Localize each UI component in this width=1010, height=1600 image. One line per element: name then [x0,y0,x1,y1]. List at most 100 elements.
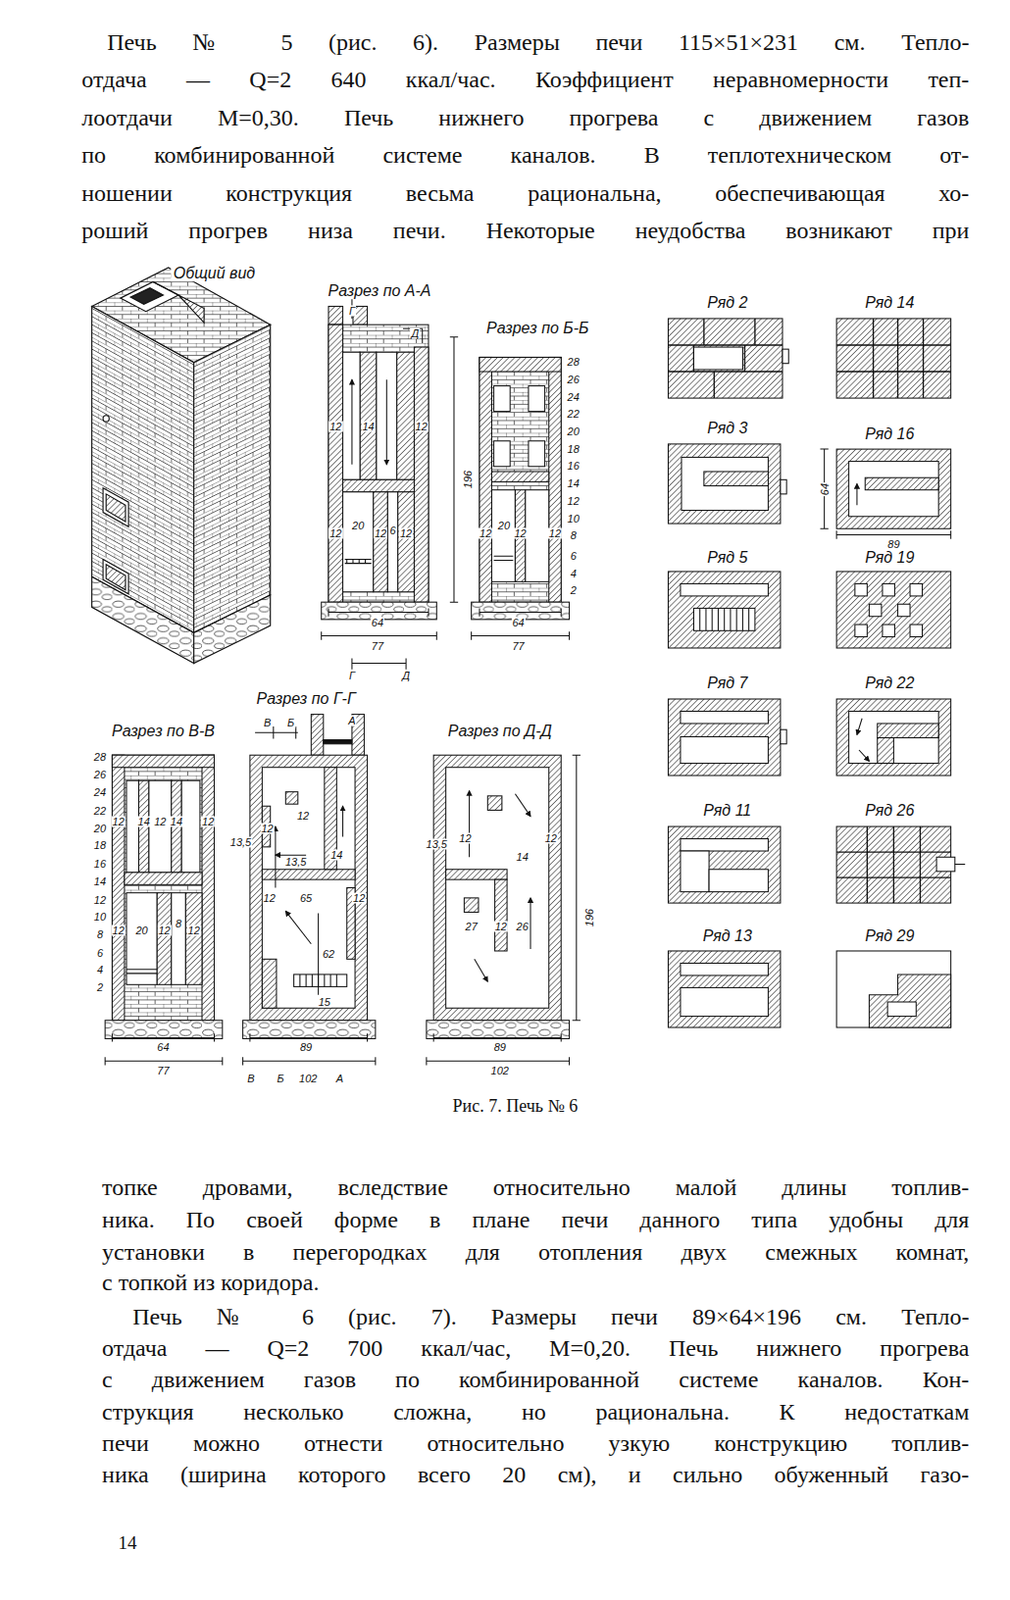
dimension-label: А [335,1072,345,1084]
dimension-label: 22 [93,806,107,817]
dimension-label: 77 [510,640,525,652]
dimension-label: В [246,1072,255,1084]
dimension-label: 20 [497,519,511,531]
dimension-label: 77 [370,640,385,652]
body-text-line: с движением газов по комбинированной сис… [101,1366,969,1395]
dimension-label: 102 [490,1065,510,1077]
view-title: Ряд 2 [705,294,750,312]
body-text-line: ношении конструкция весьма рациональна, … [81,180,969,208]
dimension-label: 26 [566,374,581,386]
dimension-label: 12 [494,920,508,932]
dimension-label: 89 [493,1042,507,1054]
dimension-label: 8 [569,530,578,542]
dimension-label: 28 [93,751,107,762]
dimension-label: 12 [296,810,310,822]
dimension-label: 22 [566,408,581,420]
body-text-line: Печь № 6 (рис. 7). Размеры печи 89×64×19… [132,1304,969,1332]
view-title: Ряд 13 [701,927,755,946]
body-text-line: отдача — Q=2 700 ккал/час, M=0,20. Печь … [101,1336,969,1364]
view-title: Разрез по Г-Г [254,690,358,708]
dimension-label: 6 [388,525,397,537]
dimension-label: 89 [886,538,901,550]
view-title: Ряд 7 [705,674,750,693]
section-a-a [321,296,458,670]
view-title: Разрез по А-А [326,282,434,301]
section-g-g [243,714,376,1066]
dimension-label: 12 [328,420,343,432]
section-b-b [471,356,570,640]
dimension-label: 89 [299,1042,313,1054]
dimension-label: 13,5 [284,857,307,868]
dimension-label: 12 [259,822,274,834]
body-text-line: с топкой из коридора. [101,1269,969,1298]
figure-caption: Рис. 7. Печь № 6 [453,1097,579,1117]
dimension-label: 18 [93,840,107,852]
brick-rows [667,318,965,1028]
page-number: 14 [118,1533,138,1555]
body-text-line: ника. По своей форме в плане печи данног… [101,1208,969,1236]
dimension-label: 14 [566,478,581,490]
dimension-label: А [347,714,356,726]
dimension-label: 12 [328,528,343,540]
dimension-label: 12 [262,892,277,904]
dimension-label: 28 [566,356,581,368]
dimension-label: 13,5 [229,837,253,849]
dimension-label: 12 [414,420,429,432]
dimension-label: 14 [137,815,152,827]
dimension-label: 20 [566,426,581,438]
view-title: Разрез по В-В [109,722,217,741]
dimension-label: 10 [93,911,107,923]
dimension-label: 14 [515,851,530,862]
dimension-label: 4 [96,964,104,976]
dimension-label: 12 [152,815,167,827]
dimension-label: Г [348,669,356,681]
dimension-label: 12 [93,894,107,906]
body-text-line: установки в перегородках для отопления д… [101,1239,969,1267]
body-text-line: струкция несколько сложна, но рациональн… [101,1399,969,1427]
dimension-label: 4 [569,567,578,579]
body-text-line: роший прогрев низа печи. Некоторые неудо… [81,217,969,246]
dimension-label: Б [276,1072,286,1084]
dimension-label: 12 [111,815,126,827]
dimension-label: 13,5 [425,839,449,851]
body-text-line: лоотдачи M=0,30. Печь нижнего прогрева с… [81,104,969,133]
dimension-label: 16 [93,858,107,870]
dimension-label: 24 [93,787,107,799]
dimension-label: 64 [818,482,830,497]
dimension-label: 10 [566,512,581,524]
dimension-label: 24 [566,391,581,403]
dimension-label: 102 [298,1072,318,1084]
dimension-label: 12 [352,892,366,904]
body-text-line: Печь № 5 (рис. 6). Размеры печи 115×51×2… [106,29,969,57]
dimension-label: 64 [510,616,525,628]
dimension-label: 12 [512,528,527,540]
dimension-label: Д [410,328,421,340]
dimension-label: 62 [321,948,336,960]
dimension-label: 2 [569,585,578,597]
view-title: Общий вид [171,264,257,283]
view-title: Ряд 14 [862,294,916,312]
view-title: Ряд 29 [862,927,916,946]
dimension-label: 15 [317,996,332,1008]
dimension-label: 12 [156,924,171,936]
view-title: Ряд 26 [862,802,916,820]
dimension-label: Г [348,305,356,317]
dimension-label: 2 [96,982,104,994]
dimension-label: 20 [351,519,365,531]
dimension-label: 12 [373,528,388,540]
dimension-label: 14 [329,849,344,860]
dimension-label: 12 [544,833,558,845]
dimension-label: 18 [566,443,581,455]
dimension-label: 12 [566,495,581,506]
dimension-label: 14 [93,875,107,887]
body-text-line: отдача — Q=2 640 ккал/час. Коэффициент н… [81,66,969,95]
dimension-label: 16 [566,460,581,472]
dimension-label: 6 [96,947,104,959]
dimension-label: 8 [174,917,183,929]
dimension-label: 12 [399,528,413,540]
dimension-label: 64 [155,1042,170,1054]
view-title: Ряд 11 [701,802,754,820]
body-text-line: ника (ширина которого всего 20 см), и си… [101,1463,969,1491]
dimension-label: 12 [201,815,215,827]
dimension-label: 8 [96,929,104,941]
